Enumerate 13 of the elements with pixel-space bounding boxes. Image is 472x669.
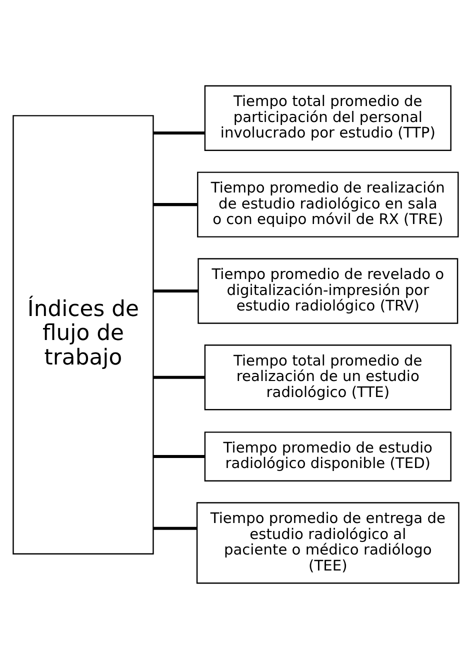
connector (153, 203, 198, 206)
connector (153, 132, 205, 135)
connector (153, 455, 205, 458)
node-box: Tiempo promedio de estudio radiológico disponible (TED) (204, 432, 452, 482)
node-box: Índices de flujo de trabajo (12, 115, 154, 555)
node-box: Tiempo total promedio de realización de un estudio radiológico (TTE) (204, 344, 452, 410)
connector (153, 376, 205, 379)
node-box: Tiempo promedio de revelado o digitalización-impresión por estudio radiológico (TRV) (198, 258, 458, 324)
node-box: Tiempo total promedio de participación del personal involucrado por estudio (TTP) (204, 85, 452, 151)
connector (153, 289, 198, 292)
connector (153, 526, 197, 530)
node-box: Tiempo promedio de realización de estudio radiológico en sala o con equipo móvil de RX (TRE) (197, 172, 459, 238)
node-box: Tiempo promedio de entrega de estudio radiológico al paciente o médico radiólogo (TEE) (196, 502, 460, 584)
